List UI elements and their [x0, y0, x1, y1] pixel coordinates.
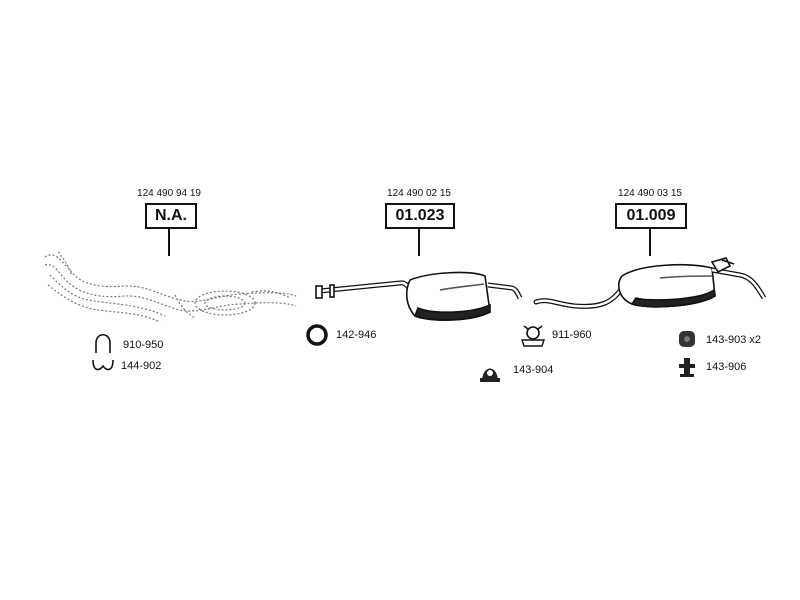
centre-silencer-drawing	[315, 271, 523, 321]
accessory-label-142-946[interactable]: 142-946	[336, 329, 377, 341]
accessory-label-144-902[interactable]: 144-902	[121, 360, 162, 372]
accessory-label-910-950[interactable]: 910-950	[123, 339, 164, 351]
part-number-rear-silencer: 124 490 03 15	[618, 188, 682, 199]
accessory-label-911-960[interactable]: 911-960	[552, 329, 592, 341]
accessory-label-143-904[interactable]: 143-904	[513, 364, 554, 376]
part-number-centre-silencer: 124 490 02 15	[387, 188, 451, 199]
sealing-ring-icon	[306, 324, 328, 346]
bracket-clamp-icon	[92, 359, 114, 371]
buffer-mount-icon	[679, 358, 695, 377]
rubber-hanger-icon	[480, 368, 500, 382]
part-number-front-pipe: 124 490 94 19	[137, 188, 201, 199]
pipe-clamp-icon	[521, 325, 545, 347]
rubber-mount-icon	[679, 331, 695, 347]
rear-silencer-drawing	[533, 257, 767, 309]
accessory-label-143-903[interactable]: 143-903 x2	[706, 334, 762, 346]
accessory-label-143-906[interactable]: 143-906	[706, 361, 747, 373]
code-box-rear-silencer[interactable]: 01.009	[615, 203, 687, 229]
code-box-front-pipe[interactable]: N.A.	[145, 203, 197, 229]
code-box-centre-silencer[interactable]: 01.023	[385, 203, 455, 229]
u-bolt-clamp-icon	[95, 333, 111, 353]
front-pipe-na-drawing	[44, 251, 297, 323]
